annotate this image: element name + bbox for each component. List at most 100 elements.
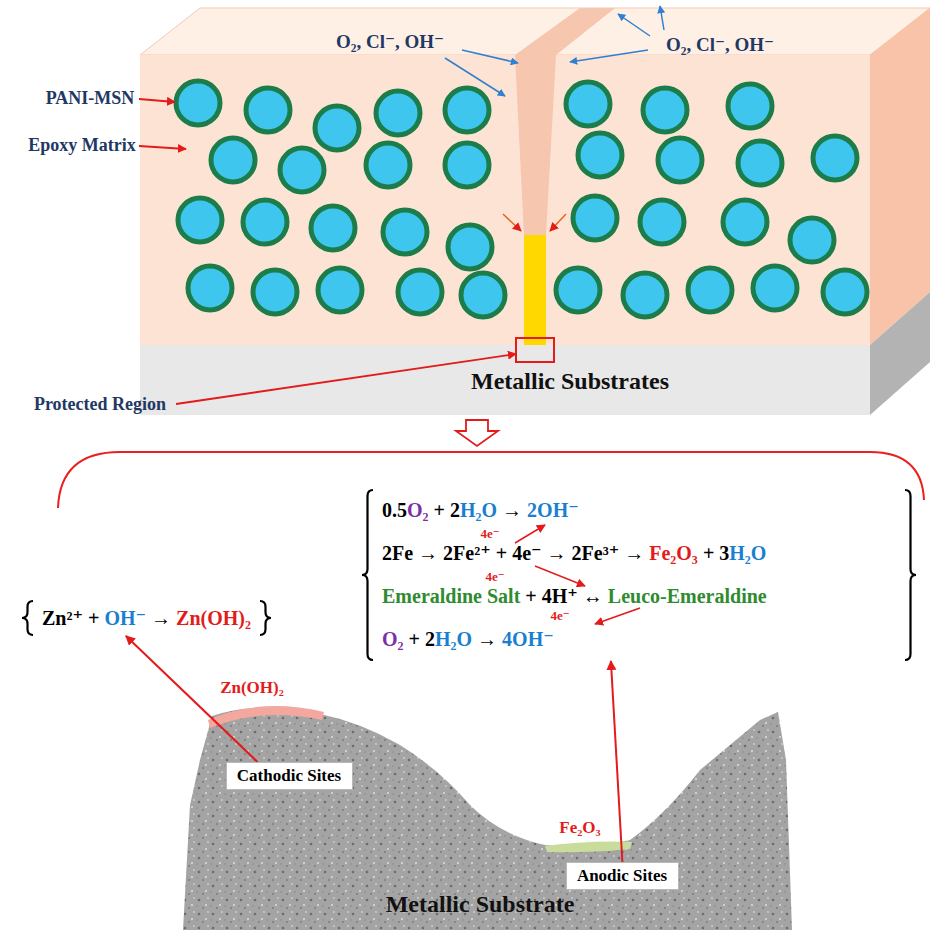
part-label: Metallic Substrates (471, 368, 669, 396)
particle (211, 138, 255, 182)
pani-msn-particles (176, 81, 867, 317)
product-label: Zn(OH)₂ (220, 678, 284, 698)
particle (643, 88, 687, 132)
iron-oxide-deposit (545, 842, 632, 853)
reaction-arrow (611, 661, 622, 862)
part-label: Metallic Substrate (386, 891, 575, 919)
particle (688, 268, 732, 312)
release-arrow (550, 214, 566, 231)
formula-part: + 3 (698, 542, 729, 564)
formula-part: O₂ (382, 628, 404, 650)
electron-label: 4e⁻ (480, 527, 499, 542)
leader-arrow (176, 354, 516, 404)
reaction-group: 0.5O₂ + 2H₂O → 2OH⁻2Fe → 2Fe²⁺ + 4e⁻ → 2… (358, 489, 920, 661)
particle (280, 148, 324, 192)
reaction-equation: 0.5O₂ + 2H₂O → 2OH⁻ (382, 489, 896, 532)
species-label: O₂, Cl⁻, OH⁻ (336, 31, 444, 53)
particle (640, 200, 684, 244)
diffusion-arrow (660, 6, 664, 30)
formula-part: → (472, 628, 502, 650)
formula-part: Leuco-Emeraldine (608, 585, 767, 607)
metal-surface (183, 707, 792, 930)
formula-part: H₂O (435, 628, 472, 650)
part-label: Epoxy Matrix (28, 135, 136, 156)
particle (178, 198, 222, 242)
part-label: Protected Region (34, 394, 166, 415)
formula-part: → (146, 607, 176, 629)
epoxy-top-face (140, 8, 930, 55)
electron-label: 4e⁻ (550, 609, 569, 624)
scratch-top (515, 8, 615, 55)
diffusion-arrow (570, 50, 648, 62)
site-box: Cathodic Sites (226, 762, 353, 790)
formula-part: O₂ (407, 499, 429, 521)
particle (366, 143, 410, 187)
electron-arrow (535, 566, 585, 586)
particle (253, 270, 297, 314)
particle (461, 273, 505, 317)
formula-part: 2Fe → 2Fe²⁺ + 4e⁻ → 2Fe³⁺ → (382, 542, 649, 564)
particle (823, 270, 867, 314)
protected-region-marker (516, 338, 554, 362)
particle (556, 268, 600, 312)
particle (738, 141, 782, 185)
particle (311, 206, 355, 250)
particle (813, 136, 857, 180)
diffusion-arrows (445, 6, 664, 96)
formula-part: H₂O (460, 499, 497, 521)
electron-arrows (515, 525, 640, 624)
coating-block (140, 8, 930, 415)
formula-part: OH⁻ (104, 607, 146, 629)
formula-part: Zn²⁺ + (42, 607, 104, 629)
particle (398, 270, 442, 314)
diffusion-arrow (618, 14, 650, 36)
substrate-front-face (140, 345, 870, 415)
particle (445, 88, 489, 132)
species-label: O₂, Cl⁻, OH⁻ (666, 34, 774, 56)
particle (445, 143, 489, 187)
particle (566, 82, 610, 126)
substrate-side-face (870, 292, 930, 415)
particle (728, 84, 772, 128)
formula-part: H₂O (729, 542, 766, 564)
inhibitor-film (524, 235, 546, 345)
particle (753, 266, 797, 310)
particle (176, 81, 220, 125)
particle (315, 106, 359, 150)
formula-part: Zn(OH)₂ (176, 607, 251, 629)
formula-part: 4OH⁻ (502, 628, 554, 650)
reaction-equation: Emeraldine Salt + 4H⁺ ↔ Leuco-Emeraldine (382, 575, 896, 618)
reaction-arrow (126, 636, 258, 762)
site-box: Anodic Sites (566, 862, 679, 890)
zoom-arrow (456, 420, 498, 446)
formula-part: + 2 (404, 628, 435, 650)
diffusion-arrow (445, 58, 505, 96)
right-brace (260, 601, 271, 635)
particle (790, 218, 834, 262)
diffusion-arrow (462, 50, 518, 63)
particle (578, 133, 622, 177)
leader-arrow (139, 99, 175, 102)
right-brace (905, 490, 916, 660)
leader-lines (139, 99, 516, 404)
leader-arrow (139, 146, 186, 149)
reaction-equation: Zn²⁺ + OH⁻ → Zn(OH)₂ (42, 600, 251, 636)
particle (246, 88, 290, 132)
scratch (515, 55, 556, 235)
formula-part: 0.5 (382, 499, 407, 521)
formula-part: Emeraldine Salt (382, 585, 520, 607)
epoxy-front-face (140, 55, 870, 345)
product-label: Fe₂O₃ (559, 818, 600, 838)
particle (448, 225, 492, 269)
formula-part: 2OH⁻ (527, 499, 579, 521)
particle (318, 268, 362, 312)
particle (723, 200, 767, 244)
left-brace (22, 601, 33, 635)
particle (188, 266, 232, 310)
particle (376, 91, 420, 135)
particle (243, 200, 287, 244)
formula-part: → (497, 499, 527, 521)
